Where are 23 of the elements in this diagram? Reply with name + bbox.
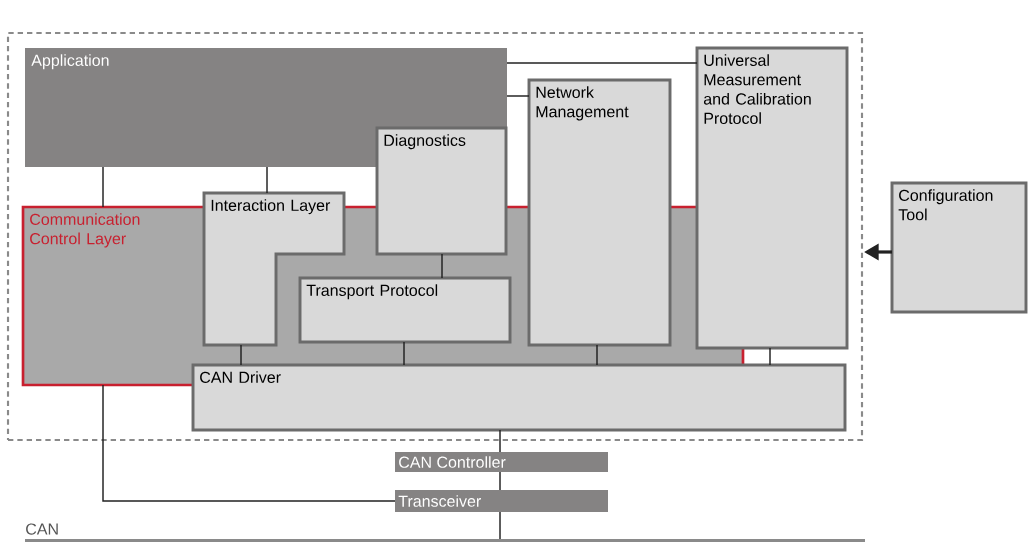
connector-line — [102, 166, 104, 208]
connector-line — [403, 341, 405, 366]
hardware-bar: Transceiver — [395, 490, 608, 512]
module-box: Universal Measurement and Calibration Protocol — [695, 46, 849, 350]
module-box: Diagnostics — [375, 126, 508, 256]
module-box: Configuration Tool — [890, 181, 1028, 314]
connector-line — [596, 344, 598, 366]
module-box: Transport Protocol — [298, 276, 512, 344]
module-box: Network Management — [527, 78, 672, 347]
connector-line — [506, 95, 530, 97]
connector-line — [102, 384, 396, 502]
dashed-boundary — [6, 31, 864, 442]
connector-line — [499, 511, 501, 540]
module-box: CAN Driver — [191, 363, 847, 432]
connector-line — [240, 344, 242, 366]
connector-line — [441, 253, 443, 279]
hardware-bar: CAN Controller — [395, 452, 608, 472]
connector-line — [499, 471, 501, 491]
connector-line — [266, 166, 268, 194]
bus-line: CAN — [25, 523, 865, 542]
connector-line — [506, 62, 698, 64]
connector-line — [769, 347, 771, 366]
connector-line — [499, 429, 501, 453]
